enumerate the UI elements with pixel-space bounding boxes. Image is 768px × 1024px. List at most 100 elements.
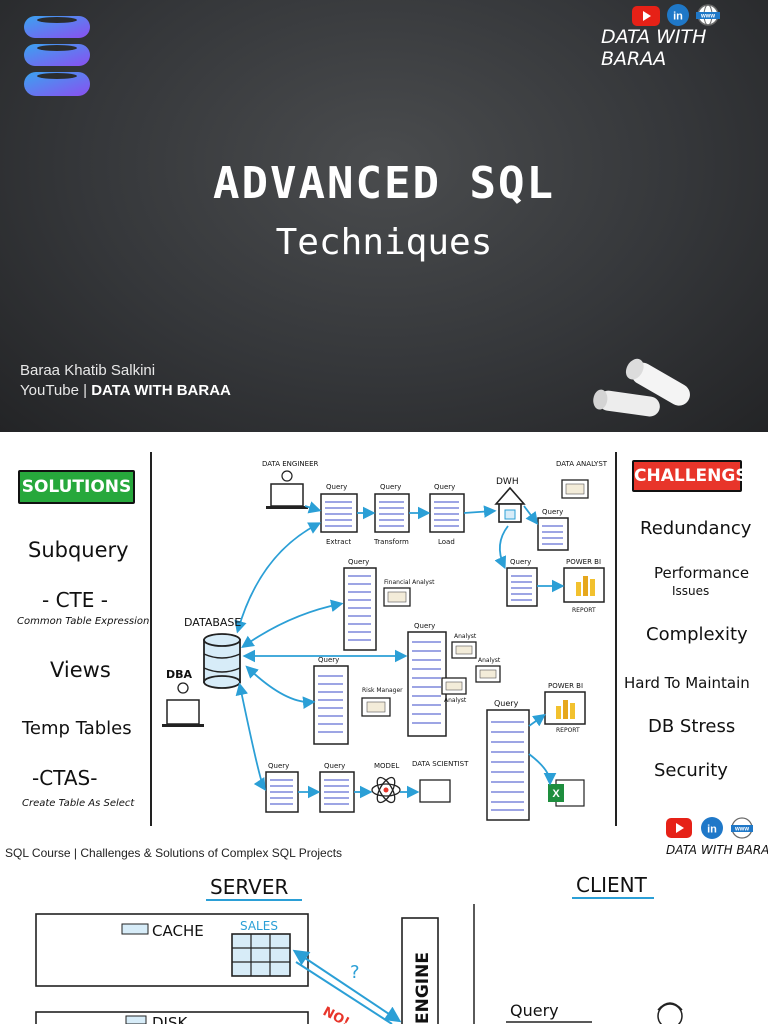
no-label: NO! (320, 1004, 352, 1024)
client-query-label: Query (510, 1001, 559, 1020)
title-slide: in www DATA WITH BARAA ADVANCED SQL Tech… (0, 0, 768, 432)
solution-temp-tables: Temp Tables (22, 718, 132, 739)
disk-label: DISK (152, 1014, 188, 1024)
label-database: DATABASE (184, 616, 241, 629)
label-report-2: REPORT (556, 727, 580, 734)
linkedin-icon[interactable] (701, 817, 723, 839)
label-financial-analyst: Financial Analyst (384, 579, 435, 586)
cover-title: ADVANCED SQL (213, 158, 555, 209)
challenge-redundancy: Redundancy (640, 518, 752, 539)
label-query-1: Query (326, 483, 347, 491)
channel-prefix: YouTube | (20, 382, 92, 399)
cache-label: CACHE (152, 922, 204, 940)
dba-figure (162, 682, 204, 727)
left-divider (150, 452, 152, 826)
solution-subquery: Subquery (28, 538, 129, 562)
label-query-4: Query (542, 508, 563, 516)
solution-views: Views (50, 658, 111, 682)
client-title: CLIENT (576, 873, 648, 897)
solution-ctas-sub: Create Table As Select (22, 798, 135, 809)
label-data-scientist: DATA SCIENTIST (412, 760, 469, 768)
solutions-badge: SOLUTIONS (18, 470, 135, 504)
challenge-performance-sub: Issues (672, 584, 710, 598)
label-power-bi-1: POWER BI (566, 558, 601, 566)
server-client-slide: SERVER CLIENT CACHE SALES DISK ENGINE ? (0, 868, 768, 1024)
course-caption: SQL Course | Challenges & Solutions of C… (5, 846, 343, 860)
challenges-badge: CHALLENGS (632, 460, 748, 492)
data-flow-diagram: X DATA (162, 460, 768, 857)
label-query-8: Query (318, 656, 339, 664)
right-divider (615, 452, 617, 826)
database-stack-icon (24, 16, 90, 96)
label-transform: Transform (373, 538, 409, 546)
label-query-10: Query (268, 762, 289, 770)
label-dba: DBA (166, 668, 193, 681)
challenge-hard-to-maintain: Hard To Maintain (624, 674, 750, 692)
flow-arrows (234, 501, 565, 799)
svg-text:www: www (734, 827, 749, 833)
power-bi-report-top (563, 567, 605, 603)
document-text-lines (270, 501, 563, 811)
sales-table-icon (231, 933, 291, 977)
data-engineer-figure (266, 470, 308, 509)
cover-subtitle: Techniques (275, 222, 493, 263)
label-model: MODEL (374, 762, 399, 770)
cache-engine-arrow (292, 949, 402, 1023)
server-title: SERVER (210, 875, 288, 899)
label-query-11: Query (324, 762, 345, 770)
label-analyst-3: Analyst (444, 697, 467, 704)
svg-text:www: www (700, 14, 715, 20)
label-query-6: Query (348, 558, 369, 566)
solution-cte: - CTE - (42, 588, 108, 612)
solutions-challenges-slide: SOLUTIONS Subquery - CTE - Common Table … (0, 434, 768, 866)
ram-icon (121, 923, 149, 935)
label-analyst-1: Analyst (454, 633, 477, 640)
youtube-icon[interactable] (632, 6, 660, 26)
label-risk-manager: Risk Manager (362, 687, 403, 694)
channel-line: YouTube | DATA WITH BARAA (20, 382, 231, 399)
linkedin-icon[interactable]: in (667, 4, 689, 26)
label-power-bi-2: POWER BI (548, 682, 583, 690)
svg-text:in: in (707, 824, 717, 836)
label-query-7: Query (414, 622, 435, 630)
solution-cte-sub: Common Table Expression (17, 616, 150, 627)
chalk-pieces-image (593, 358, 690, 417)
label-query-3: Query (434, 483, 455, 491)
author-name: Baraa Khatib Salkini (20, 362, 156, 379)
user-head-icon (657, 1002, 683, 1024)
label-report-1: REPORT (572, 607, 596, 614)
challenge-security: Security (654, 760, 728, 781)
label-extract: Extract (326, 538, 351, 546)
challenge-performance: Performance (654, 564, 750, 582)
model-atom-icon (371, 776, 401, 804)
brand-logo-bottom: DATA WITH BARAA (666, 843, 768, 857)
engine-label: ENGINE (413, 952, 433, 1024)
brand-logo-text: DATA WITH BARAA (601, 26, 707, 70)
challenge-complexity: Complexity (646, 624, 748, 645)
label-data-analyst: DATA ANALYST (556, 460, 608, 468)
challenge-db-stress: DB Stress (648, 716, 736, 737)
question-mark: ? (350, 962, 360, 983)
label-query-2: Query (380, 483, 401, 491)
social-links: in www (632, 4, 724, 26)
etl-documents (265, 493, 569, 821)
engine-box (401, 917, 439, 1024)
label-dwh: DWH (496, 477, 519, 487)
disk-icon (125, 1015, 147, 1024)
svg-text:X: X (552, 788, 560, 800)
label-load: Load (438, 538, 455, 546)
svg-text:in: in (673, 11, 683, 23)
label-query-9: Query (494, 699, 519, 708)
cache-engine-arrow-2 (295, 961, 393, 1024)
screen-tables (366, 483, 585, 713)
server-client-diagram: SERVER CLIENT CACHE SALES DISK ENGINE ? (35, 873, 683, 1024)
power-bi-report-bottom (544, 691, 586, 725)
database-icon (203, 633, 241, 689)
label-query-5: Query (510, 558, 531, 566)
www-icon[interactable]: www (696, 4, 720, 26)
sales-label: SALES (240, 919, 278, 933)
dwh-house-icon (494, 486, 526, 523)
label-data-engineer: DATA ENGINEER (262, 460, 318, 468)
social-links-bottom: in www (666, 817, 753, 839)
label-analyst-2: Analyst (478, 657, 501, 664)
